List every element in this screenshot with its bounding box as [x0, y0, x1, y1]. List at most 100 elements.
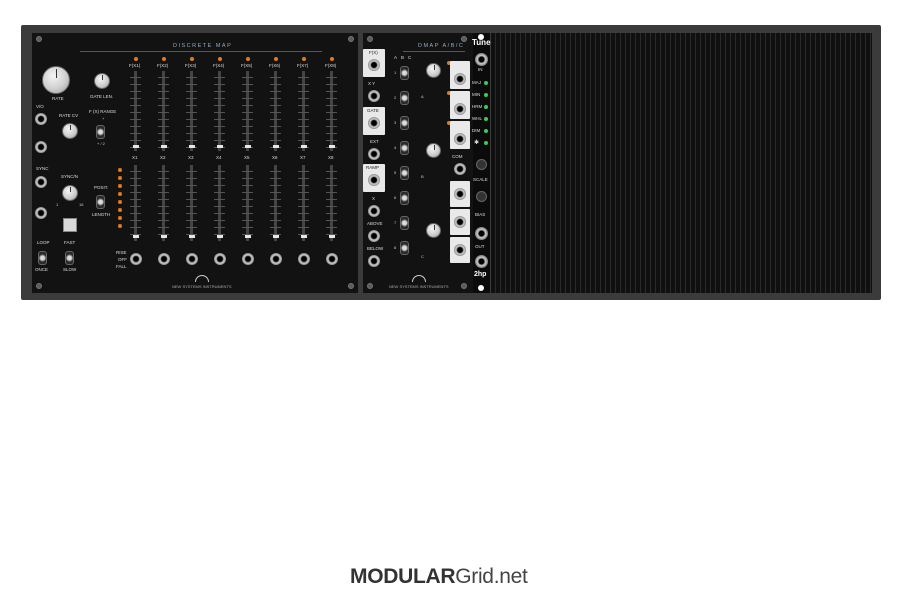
loop-once-toggle[interactable]	[38, 251, 47, 265]
step-gate-jack[interactable]	[158, 253, 170, 265]
abc-toggle[interactable]	[400, 166, 409, 180]
position-label: POSIT.	[94, 185, 109, 190]
slider-cap[interactable]	[272, 145, 279, 148]
fast-slow-toggle[interactable]	[65, 251, 74, 265]
output-b-led	[447, 91, 451, 95]
fx-slider[interactable]	[298, 71, 309, 151]
abc-toggle[interactable]	[400, 91, 409, 105]
step-gate-jack[interactable]	[242, 253, 254, 265]
abc-toggle[interactable]	[400, 216, 409, 230]
x-out-jack[interactable]	[454, 216, 466, 228]
abc-toggle[interactable]	[400, 116, 409, 130]
fx-slider[interactable]	[130, 71, 141, 151]
slider-cap[interactable]	[328, 145, 335, 148]
title-underline	[403, 51, 465, 52]
step-gate-jack[interactable]	[326, 253, 338, 265]
manufacturer-logo-icon	[412, 275, 426, 282]
fx-output-jack[interactable]	[368, 59, 380, 71]
rate-cv-knob[interactable]	[62, 123, 78, 139]
slider-cap[interactable]	[132, 235, 139, 238]
scale-b-knob[interactable]	[426, 143, 441, 158]
fx-label: F(X2)	[157, 63, 169, 68]
step-gate-jack[interactable]	[270, 253, 282, 265]
slider-cap[interactable]	[216, 235, 223, 238]
xy-jack[interactable]	[368, 90, 380, 102]
below-jack[interactable]	[368, 255, 380, 267]
fx-slider[interactable]	[242, 71, 253, 151]
output-c-jack[interactable]	[454, 133, 466, 145]
position-length-toggle[interactable]	[96, 195, 105, 209]
vo-jack[interactable]	[35, 113, 47, 125]
slider-cap[interactable]	[244, 145, 251, 148]
x-slider[interactable]	[298, 165, 309, 241]
led-label-whl: WHL	[472, 116, 482, 121]
slow-label: SLOW	[63, 267, 77, 272]
fx-led	[162, 57, 166, 61]
abc-toggle[interactable]	[400, 141, 409, 155]
scale-out-jack[interactable]	[454, 188, 466, 200]
fall-label: FALL	[116, 264, 127, 269]
fx-slider[interactable]	[158, 71, 169, 151]
slider-cap[interactable]	[216, 145, 223, 148]
step-gate-jack[interactable]	[298, 253, 310, 265]
tune-in-jack[interactable]	[475, 53, 488, 66]
slider-cap[interactable]	[160, 235, 167, 238]
gate-length-label: GATE LEN.	[90, 94, 114, 99]
slider-cap[interactable]	[328, 235, 335, 238]
output-b-jack[interactable]	[454, 103, 466, 115]
slider-cap[interactable]	[300, 235, 307, 238]
x-slider[interactable]	[242, 165, 253, 241]
x-slider[interactable]	[214, 165, 225, 241]
led-label-dim: DIM	[472, 128, 481, 133]
rate-knob[interactable]	[42, 66, 70, 94]
out-jack[interactable]	[475, 255, 488, 268]
fx-range-toggle[interactable]	[96, 125, 105, 139]
slider-cap[interactable]	[132, 145, 139, 148]
fx-label: F(X3)	[185, 63, 197, 68]
gate-output-jack[interactable]	[368, 117, 380, 129]
slider-cap[interactable]	[188, 145, 195, 148]
com-out-jack[interactable]	[454, 244, 466, 256]
fx-slider[interactable]	[326, 71, 337, 151]
tune-module: Tune IN MAJ MIN HRM WHL DIM ✱ SCALE BIAS…	[472, 33, 491, 293]
abc-toggle[interactable]	[400, 241, 409, 255]
fx-slider[interactable]	[186, 71, 197, 151]
x-slider[interactable]	[158, 165, 169, 241]
output-a-jack[interactable]	[454, 73, 466, 85]
slider-cap[interactable]	[188, 235, 195, 238]
screw	[461, 283, 467, 289]
scale-knob[interactable]	[476, 159, 487, 170]
abc-toggle[interactable]	[400, 66, 409, 80]
bias-jack[interactable]	[475, 227, 488, 240]
ramp-output-jack[interactable]	[368, 174, 380, 186]
eoc-button[interactable]	[63, 218, 77, 232]
step-gate-jack[interactable]	[186, 253, 198, 265]
slider-cap[interactable]	[300, 145, 307, 148]
above-jack[interactable]	[368, 230, 380, 242]
ext-jack[interactable]	[368, 148, 380, 160]
scale-c-knob[interactable]	[426, 223, 441, 238]
fast-label: FAST	[64, 240, 76, 245]
above-label: ABOVE	[367, 221, 383, 226]
slider-cap[interactable]	[160, 145, 167, 148]
bias-knob[interactable]	[476, 191, 487, 202]
x-input-jack[interactable]	[368, 205, 380, 217]
x-slider[interactable]	[130, 165, 141, 241]
step-gate-jack[interactable]	[214, 253, 226, 265]
com-jack[interactable]	[454, 163, 466, 175]
x-slider[interactable]	[186, 165, 197, 241]
x-slider[interactable]	[270, 165, 281, 241]
sync-jack[interactable]	[35, 176, 47, 188]
sync-n-jack[interactable]	[35, 207, 47, 219]
x-slider[interactable]	[326, 165, 337, 241]
scale-a-knob[interactable]	[426, 63, 441, 78]
slider-cap[interactable]	[244, 235, 251, 238]
fx-slider[interactable]	[214, 71, 225, 151]
sync-n-knob[interactable]	[62, 185, 78, 201]
step-gate-jack[interactable]	[130, 253, 142, 265]
rate-cv-jack[interactable]	[35, 141, 47, 153]
slider-cap[interactable]	[272, 235, 279, 238]
abc-toggle[interactable]	[400, 191, 409, 205]
fx-slider[interactable]	[270, 71, 281, 151]
gate-length-knob[interactable]	[94, 73, 110, 89]
